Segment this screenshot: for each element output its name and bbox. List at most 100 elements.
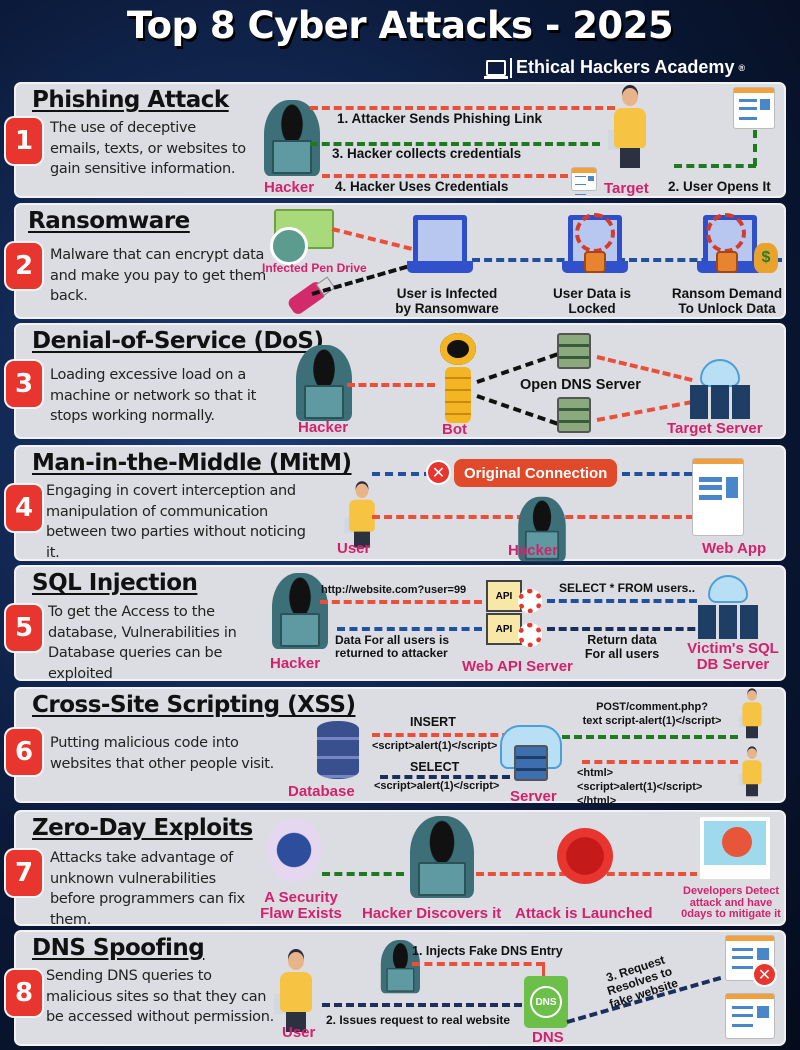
api-icon: API <box>486 613 522 645</box>
brand-divider <box>510 57 512 78</box>
number-badge: 5 <box>6 605 42 651</box>
connector-line <box>547 627 707 631</box>
section-title: Phishing Attack <box>32 87 229 113</box>
section-description: The use of deceptive emails, texts, or w… <box>50 120 246 177</box>
section-title: Zero-Day Exploits <box>32 815 253 841</box>
connector-line <box>310 106 615 110</box>
actor-label: Server <box>510 788 557 805</box>
user-icon <box>734 689 770 743</box>
request-label: POST/comment.php? text script-alert(1)</… <box>582 701 722 727</box>
connector-line <box>674 164 756 168</box>
section-title: Cross-Site Scripting (XSS) <box>32 692 356 718</box>
step-label: User Data is Locked <box>552 286 632 316</box>
actor-label: DNS <box>532 1029 564 1046</box>
actor-label: User <box>337 540 371 557</box>
actor-label: Bot <box>442 421 467 438</box>
server-rack-icon <box>690 385 750 419</box>
number-badge: 6 <box>6 729 42 775</box>
virus-icon <box>557 828 613 884</box>
server-icon <box>514 745 548 781</box>
padlock-icon <box>716 251 738 273</box>
step-label: Developers Detect attack and have 0days … <box>681 885 781 920</box>
number-badge: 7 <box>6 850 42 896</box>
number-badge: 1 <box>6 118 42 164</box>
connector-line <box>331 227 413 251</box>
connector-line <box>320 600 482 604</box>
connector-line <box>412 962 544 966</box>
connector-line <box>622 472 692 476</box>
step-label: Ransom Demand To Unlock Data <box>671 286 783 316</box>
panel-dos: Denial-of-Service (DoS) 3 Loading excess… <box>6 323 786 439</box>
step-label: Hacker Discovers it <box>362 905 502 922</box>
padlock-icon <box>584 251 606 273</box>
step-label: Data For all users is returned to attack… <box>335 633 450 660</box>
cloud-icon <box>708 575 748 603</box>
brand-name: Ethical Hackers Academy <box>516 57 735 77</box>
actor-label: Target <box>604 180 649 197</box>
section-title: SQL Injection <box>32 570 198 596</box>
connector-line <box>322 872 404 876</box>
panel-dns-spoofing: DNS Spoofing 8 Sending DNS queries to ma… <box>6 930 786 1046</box>
step-label: 2. Issues request to real website <box>326 1013 511 1027</box>
hacker-icon <box>260 100 324 176</box>
section-title: DNS Spoofing <box>32 935 205 961</box>
actor-label: Victim's SQL DB Server <box>687 640 779 673</box>
hacker-icon <box>406 816 478 898</box>
step-label: INSERT <box>410 715 456 729</box>
connector-line <box>753 130 757 166</box>
number-badge: 8 <box>6 970 42 1016</box>
step-label: 4. Hacker Uses Credentials <box>335 179 509 194</box>
node-label: Open DNS Server <box>520 377 641 393</box>
actor-label: User <box>282 1024 316 1041</box>
step-label: SELECT <box>410 760 460 774</box>
cloud-icon <box>700 359 740 387</box>
hacker-icon <box>268 573 332 649</box>
dns-icon: DNS <box>524 976 568 1028</box>
actor-label: Hacker <box>508 542 559 559</box>
dns-server-icon <box>557 397 591 433</box>
server-rack-icon <box>698 605 758 639</box>
panel-xss: Cross-Site Scripting (XSS) 6 Putting mal… <box>6 687 786 807</box>
connector-line <box>596 400 693 422</box>
gear-icon <box>518 623 542 647</box>
panel-ransomware: Ransomware 2 Malware that can encrypt da… <box>6 203 786 319</box>
section-description: Malware that can encrypt data and make y… <box>50 247 266 304</box>
number-badge: 2 <box>6 243 42 289</box>
database-icon <box>317 721 359 779</box>
panel-sql-injection: SQL Injection 5 To get the Access to the… <box>6 565 786 682</box>
webpage-icon <box>734 88 774 128</box>
section-description: Sending DNS queries to malicious sites s… <box>46 968 274 1025</box>
actor-label: Web App <box>702 540 767 557</box>
query-label: SELECT * FROM users.. <box>559 581 696 595</box>
security-shield-icon <box>267 818 321 882</box>
actor-label: Hacker <box>298 419 349 436</box>
panel-phishing: Phishing Attack 1 The use of deceptive e… <box>6 82 786 198</box>
connector-line <box>322 174 568 178</box>
actor-label: Hacker <box>270 655 321 672</box>
webpage-icon <box>572 168 596 190</box>
connector-line <box>562 735 738 739</box>
blocked-icon: ✕ <box>426 460 451 485</box>
connector-line <box>472 258 782 262</box>
chain-icon <box>706 213 746 253</box>
section-description: Attacks take advantage of unknown vulner… <box>50 850 245 928</box>
connector-line <box>542 962 545 978</box>
section-title: Denial-of-Service (DoS) <box>32 328 324 354</box>
connector-line <box>347 383 435 387</box>
hacker-icon <box>378 940 423 994</box>
monitor-virus-icon <box>697 814 773 882</box>
step-label: A Security Flaw Exists <box>260 889 342 922</box>
actor-label: Web API Server <box>462 658 573 675</box>
connector-line <box>372 472 432 476</box>
web-app-icon <box>693 459 743 535</box>
number-badge: 3 <box>6 361 42 407</box>
step-label: User is Infected by Ransomware <box>395 286 499 316</box>
connector-line <box>322 1003 522 1007</box>
step-label: Attack is Launched <box>515 905 653 922</box>
script-label: <script>alert(1)</script> <box>374 780 500 792</box>
laptop-icon <box>484 59 508 79</box>
connector-line <box>310 142 600 146</box>
dns-globe-label: DNS <box>530 986 562 1018</box>
fake-site-x-icon: ✕ <box>752 962 777 987</box>
dns-server-icon <box>557 333 591 369</box>
